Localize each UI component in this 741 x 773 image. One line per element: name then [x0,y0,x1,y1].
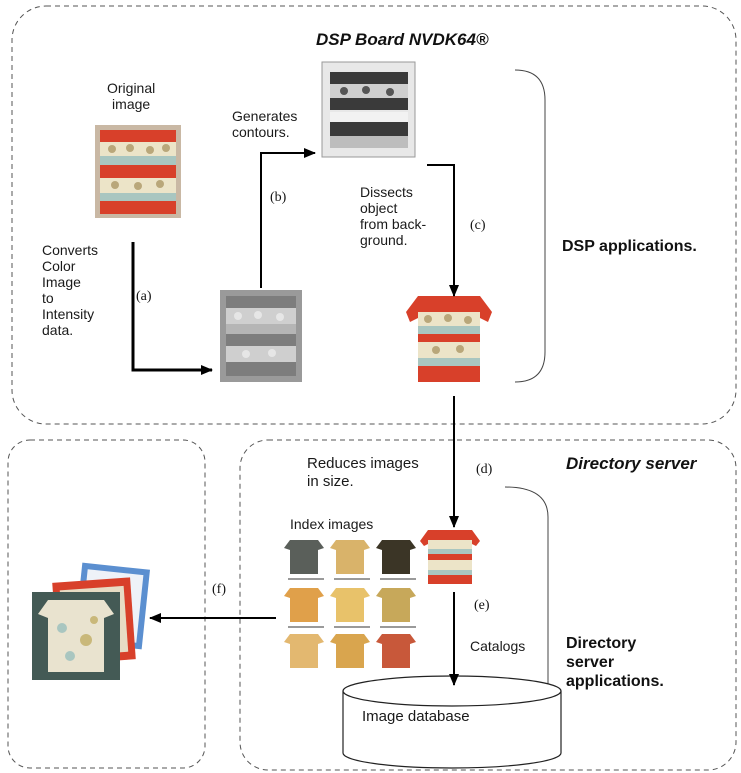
intensity-gray-image [220,290,302,382]
dsp-board-title: DSP Board NVDK64® [316,30,489,49]
step-f-label: (f) [212,582,226,597]
step-b-label: (b) [270,190,287,205]
original-image-label: Original image [107,80,156,112]
step-c-label: (c) [470,218,486,233]
displayed-images-stack [32,562,150,680]
client-display-box [7,439,206,769]
step-d-label: (d) [476,462,493,477]
arrow-a [131,242,213,375]
arrow-c [427,164,459,297]
dsp-board-box [11,5,737,425]
catalogs-label: Catalogs [470,638,526,654]
reduced-kimono-image [420,530,480,584]
directory-server-box [239,439,737,771]
index-images-label: Index images [290,516,374,532]
dissected-kimono-image [406,296,492,382]
dsp-applications-label: DSP applications. [562,238,697,255]
index-images-grid [284,540,416,668]
dissects-label: Dissects object from back- ground. [360,184,427,248]
dsp-applications-bracket [514,69,546,383]
contour-image [321,61,416,158]
reduces-label: Reduces images in size. [307,455,419,490]
converts-label: Converts Color Image to Intensity data. [42,242,99,338]
directory-applications-label: Directory server applications. [566,635,664,690]
image-database-label: Image database [362,708,470,725]
directory-server-title: Directory server [566,454,697,473]
step-e-label: (e) [474,598,490,613]
original-kimono-image [95,125,181,218]
step-a-label: (a) [136,289,152,304]
image-database-cylinder [342,675,562,769]
generates-contours-label: Generates contours. [232,108,298,140]
arrow-b [260,148,316,288]
